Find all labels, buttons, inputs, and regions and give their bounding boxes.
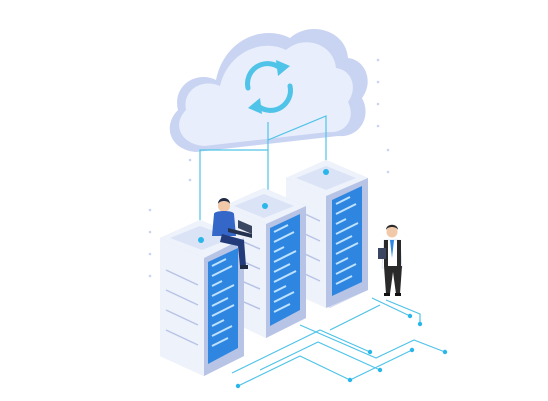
person-tablet-icon bbox=[378, 224, 403, 296]
person-laptop-icon bbox=[212, 198, 252, 269]
floor-connector-nodes bbox=[235, 313, 448, 389]
decor-dots bbox=[148, 58, 390, 278]
server-rack-1 bbox=[160, 220, 244, 376]
floor-connector-lines bbox=[231, 297, 446, 387]
cloud-icon bbox=[169, 28, 368, 153]
sync-arrows-icon bbox=[245, 61, 293, 113]
sync-arrowheads bbox=[248, 60, 290, 114]
